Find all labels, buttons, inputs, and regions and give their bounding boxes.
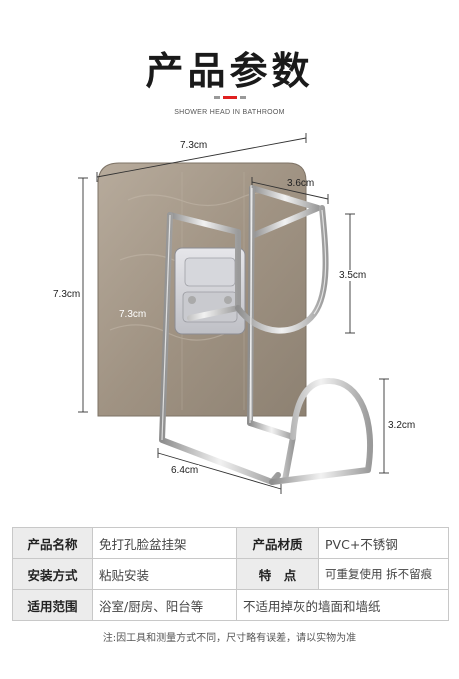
- page-title: 产品参数: [145, 49, 314, 93]
- spec-key: 产品材质: [236, 527, 319, 559]
- spec-key: 特 点: [236, 558, 319, 590]
- spec-value: 可重复使用 拆不留痕: [318, 558, 449, 590]
- disclaimer-note: 注:因工具和测量方式不同，尺寸略有误差，请以实物为准: [102, 633, 357, 644]
- spec-value: 粘贴安装: [92, 558, 237, 590]
- upper-hook-height-label: 3.5cm: [338, 270, 368, 281]
- table-row: 产品名称 免打孔脸盆挂架 产品材质 PVC+不锈钢: [12, 527, 449, 559]
- plate-width-label: 7.3cm: [179, 140, 209, 151]
- spec-value: 浴室/厨房、阳台等: [92, 589, 237, 621]
- top-depth-label: 3.6cm: [287, 178, 315, 189]
- spec-value: 免打孔脸盆挂架: [92, 527, 237, 559]
- inner-height-label: 7.3cm: [119, 309, 147, 320]
- hook-drawing: [78, 133, 389, 494]
- spec-table: 产品名称 免打孔脸盆挂架 产品材质 PVC+不锈钢 安装方式 粘贴安装 特 点 …: [12, 527, 449, 621]
- table-row: 安装方式 粘贴安装 特 点 可重复使用 拆不留痕: [12, 558, 449, 590]
- spec-value: PVC+不锈钢: [318, 527, 449, 559]
- spec-key: 适用范围: [12, 589, 93, 621]
- bottom-depth-label: 6.4cm: [170, 465, 200, 476]
- page-subtitle: SHOWER HEAD IN BATHROOM: [174, 109, 285, 116]
- lower-hook-height-label: 3.2cm: [387, 420, 417, 431]
- table-row: 适用范围 浴室/厨房、阳台等 不适用掉灰的墙面和墙纸: [12, 589, 449, 621]
- product-illustration: 7.3cm 7.3cm 7.3cm 3.6cm 3.5cm 3.2cm 6.4c…: [52, 133, 417, 494]
- spec-key: 安装方式: [12, 558, 93, 590]
- spec-key: 产品名称: [12, 527, 93, 559]
- plate-height-label: 7.3cm: [52, 289, 82, 300]
- title-divider: [214, 96, 246, 100]
- spec-value: 不适用掉灰的墙面和墙纸: [236, 589, 449, 621]
